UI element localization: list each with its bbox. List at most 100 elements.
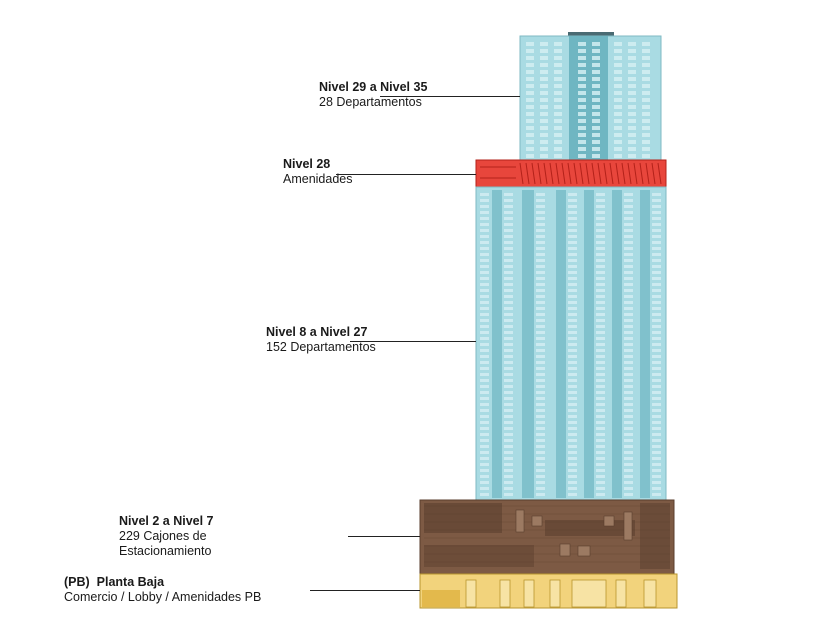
window-pane	[578, 154, 586, 158]
window-pane	[568, 451, 577, 454]
window-pane	[578, 119, 586, 123]
window-pane	[536, 427, 545, 430]
window-pane	[504, 355, 513, 358]
window-pane	[624, 481, 633, 484]
parking-opening	[623, 511, 633, 541]
amenity-brace	[651, 162, 656, 185]
window-pane	[480, 289, 489, 292]
window-pane	[504, 307, 513, 310]
window-pane	[596, 331, 605, 334]
window-pane	[554, 154, 562, 158]
window-pane	[480, 307, 489, 310]
window-pane	[526, 147, 534, 151]
window-pane	[536, 379, 545, 382]
window-pane	[504, 463, 513, 466]
window-pane	[614, 70, 622, 74]
window-pane	[652, 217, 661, 220]
window-pane	[592, 140, 600, 144]
middle-tower-windows	[480, 193, 661, 496]
window-pane	[642, 77, 650, 81]
window-pane	[536, 493, 545, 496]
window-pane	[480, 487, 489, 490]
window-pane	[504, 283, 513, 286]
window-pane	[578, 56, 586, 60]
window-pane	[614, 119, 622, 123]
window-pane	[504, 235, 513, 238]
window-pane	[652, 469, 661, 472]
window-pane	[596, 325, 605, 328]
window-pane	[504, 481, 513, 484]
window-pane	[554, 147, 562, 151]
window-pane	[540, 77, 548, 81]
label-ground-level-name: Planta Baja	[96, 575, 165, 589]
window-pane	[624, 451, 633, 454]
ground-opening	[615, 579, 627, 608]
window-pane	[624, 235, 633, 238]
window-pane	[504, 385, 513, 388]
window-pane	[536, 241, 545, 244]
window-pane	[504, 319, 513, 322]
window-pane	[568, 241, 577, 244]
window-pane	[480, 211, 489, 214]
window-pane	[480, 415, 489, 418]
window-pane	[568, 217, 577, 220]
window-pane	[536, 235, 545, 238]
window-pane	[628, 133, 636, 137]
facade-column	[556, 190, 566, 498]
window-pane	[480, 295, 489, 298]
window-pane	[536, 283, 545, 286]
window-pane	[568, 481, 577, 484]
window-pane	[652, 325, 661, 328]
window-pane	[504, 415, 513, 418]
window-pane	[596, 475, 605, 478]
window-pane	[504, 439, 513, 442]
window-pane	[568, 325, 577, 328]
window-pane	[480, 427, 489, 430]
window-pane	[624, 301, 633, 304]
window-pane	[554, 42, 562, 46]
amenity-brace	[603, 162, 608, 185]
window-pane	[592, 77, 600, 81]
window-pane	[536, 301, 545, 304]
amenity-brace	[645, 162, 650, 185]
window-pane	[480, 223, 489, 226]
window-pane	[624, 295, 633, 298]
window-pane	[536, 397, 545, 400]
window-pane	[596, 367, 605, 370]
window-pane	[596, 253, 605, 256]
window-pane	[504, 199, 513, 202]
window-pane	[568, 475, 577, 478]
parking-details	[424, 505, 670, 563]
amenity-brace	[591, 162, 596, 185]
window-pane	[628, 119, 636, 123]
window-pane	[568, 349, 577, 352]
window-pane	[480, 301, 489, 304]
label-ground-level-code: (PB)	[64, 575, 90, 589]
window-pane	[526, 119, 534, 123]
window-pane	[536, 409, 545, 412]
label-middle-levels-sub: 152 Departamentos	[266, 340, 376, 354]
parking-opening	[603, 515, 615, 527]
window-pane	[614, 126, 622, 130]
window-pane	[628, 147, 636, 151]
window-pane	[568, 409, 577, 412]
window-pane	[624, 217, 633, 220]
window-pane	[568, 229, 577, 232]
amenity-brace	[585, 162, 590, 185]
amenity-brace	[537, 162, 542, 185]
ground-opening	[523, 579, 535, 608]
window-pane	[592, 154, 600, 158]
window-pane	[652, 343, 661, 346]
window-pane	[536, 439, 545, 442]
window-pane	[540, 42, 548, 46]
window-pane	[642, 56, 650, 60]
window-pane	[652, 445, 661, 448]
window-pane	[480, 475, 489, 478]
window-pane	[480, 319, 489, 322]
window-pane	[624, 271, 633, 274]
window-pane	[624, 313, 633, 316]
window-pane	[628, 140, 636, 144]
window-pane	[526, 77, 534, 81]
